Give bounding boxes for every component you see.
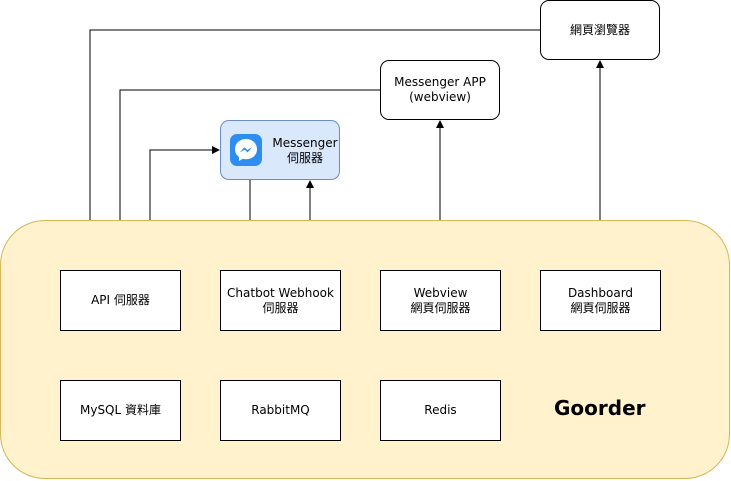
- dashboard-server-label: Dashboard: [567, 285, 634, 300]
- webview-server-label: Webview: [413, 285, 468, 300]
- messenger-app-node[interactable]: Messenger APP (webview): [380, 60, 500, 120]
- rabbitmq-label: RabbitMQ: [251, 403, 310, 417]
- dashboard-server-node[interactable]: Dashboard 網頁伺服器: [540, 270, 661, 331]
- browser-node[interactable]: 網頁瀏覽器: [540, 0, 660, 60]
- redis-label: Redis: [424, 403, 457, 417]
- api-server-node[interactable]: API 伺服器: [60, 270, 181, 331]
- messenger-icon: [230, 134, 262, 166]
- rabbitmq-node[interactable]: RabbitMQ: [220, 380, 341, 441]
- group-title: Goorder: [554, 396, 646, 420]
- redis-node[interactable]: Redis: [380, 380, 501, 441]
- mysql-label: MySQL 資料庫: [79, 403, 162, 417]
- browser-label: 網頁瀏覽器: [569, 22, 630, 37]
- webview-server-sublabel: 網頁伺服器: [410, 300, 471, 315]
- dashboard-server-sublabel: 網頁伺服器: [570, 300, 631, 315]
- chatbot-webhook-node[interactable]: Chatbot Webhook 伺服器: [220, 270, 341, 331]
- edge-messengerapp-to-api: [116, 89, 380, 270]
- chatbot-webhook-label: Chatbot Webhook: [227, 285, 334, 300]
- mysql-node[interactable]: MySQL 資料庫: [60, 380, 181, 441]
- edge-browser-to-api: [86, 29, 540, 270]
- messenger-server-sublabel: 伺服器: [286, 151, 323, 165]
- messenger-server-label: Messenger: [272, 136, 338, 150]
- chatbot-webhook-sublabel: 伺服器: [262, 300, 299, 315]
- messenger-app-sublabel: (webview): [409, 90, 471, 104]
- messenger-app-label: Messenger APP: [394, 75, 486, 89]
- messenger-server-node[interactable]: Messenger 伺服器: [220, 120, 340, 180]
- webview-server-node[interactable]: Webview 網頁伺服器: [380, 270, 501, 331]
- api-server-label: API 伺服器: [91, 293, 150, 307]
